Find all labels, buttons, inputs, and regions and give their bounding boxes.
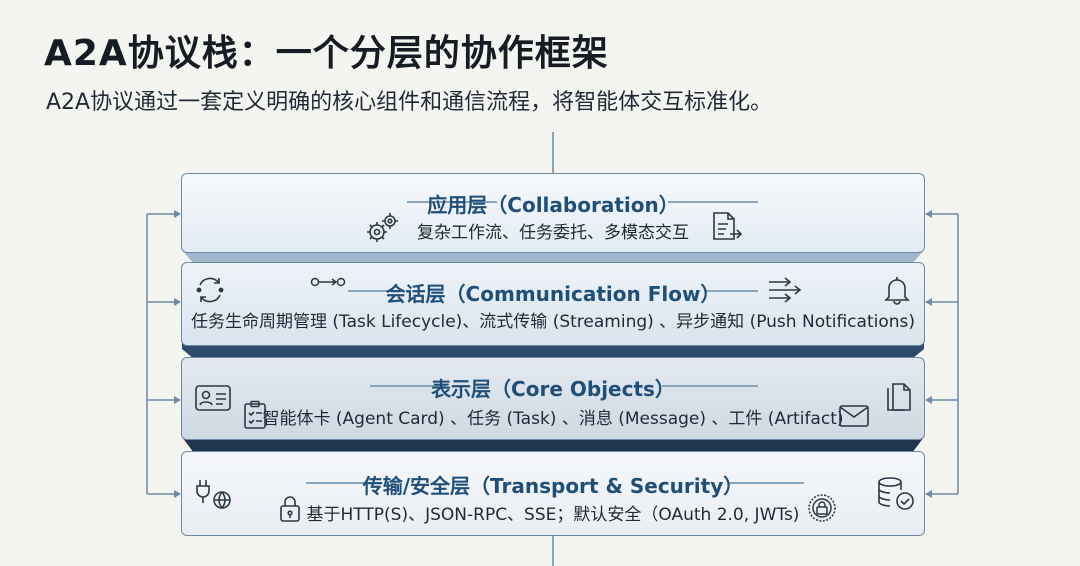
layer-heading: 表示层（Core Objects）: [431, 377, 675, 401]
envelope-icon: [838, 404, 870, 428]
heading-rule-right: [706, 290, 758, 292]
layer-slab: [182, 437, 924, 453]
layer-description: 任务生命周期管理 (Task Lifecycle)、流式传输 (Streamin…: [190, 312, 916, 332]
layer-presentation: 表示层（Core Objects） 智能体卡 (Agent Card) 、任务 …: [181, 357, 925, 440]
document-share-icon: [710, 210, 744, 244]
layer-heading: 会话层（Communication Flow）: [385, 282, 721, 306]
bell-icon: [883, 275, 911, 305]
layer-application: 应用层（Collaboration） 复杂工作流、任务委托、多模态交互: [181, 173, 925, 253]
heading-rule-right: [728, 482, 804, 484]
page-title: A2A协议栈：一个分层的协作框架: [44, 33, 609, 74]
id-card-icon: [194, 384, 232, 412]
plug-globe-icon: [194, 476, 234, 510]
stream-arrows-icon: [767, 277, 803, 303]
layer-description: 智能体卡 (Agent Card) 、任务 (Task) 、消息 (Messag…: [262, 409, 844, 429]
layer-slab: [182, 250, 924, 264]
padlock-icon: [278, 494, 302, 524]
heading-rule-left: [348, 290, 400, 292]
database-check-icon: [876, 476, 916, 512]
layer-description: 复杂工作流、任务委托、多模态交互: [417, 223, 689, 243]
layer-transport-security: 传输/安全层（Transport & Security） 基于HTTP(S)、J…: [181, 451, 925, 536]
layer-heading: 传输/安全层（Transport & Security）: [362, 474, 744, 498]
refresh-cycle-icon: [194, 275, 226, 305]
heading-rule-left: [370, 385, 446, 387]
checklist-icon: [242, 400, 268, 430]
layer-description: 基于HTTP(S)、JSON-RPC、SSE；默认安全（OAuth 2.0, J…: [306, 505, 800, 525]
documents-icon: [884, 382, 914, 416]
heading-rule-right: [662, 385, 758, 387]
layer-slab: [182, 343, 924, 359]
heading-rule-left: [306, 482, 382, 484]
gears-icon: [366, 212, 400, 244]
heading-rule-left: [407, 201, 497, 203]
heading-rule-right: [668, 201, 758, 203]
security-badge-icon: [806, 492, 838, 524]
layer-heading: 应用层（Collaboration）: [427, 193, 679, 217]
page-subtitle: A2A协议通过一套定义明确的核心组件和通信流程，将智能体交互标准化。: [46, 90, 773, 115]
layer-session: 会话层（Communication Flow） 任务生命周期管理 (Task L…: [181, 262, 925, 346]
flow-nodes-icon: [310, 275, 346, 289]
